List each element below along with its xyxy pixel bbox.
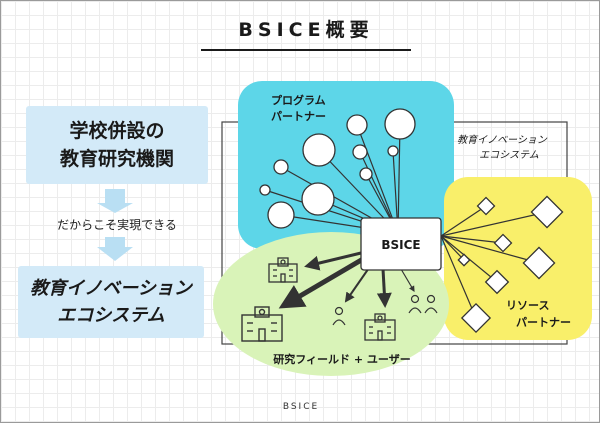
resource-partner-node <box>484 269 510 295</box>
resource-partner-label-line-1: リソース <box>506 299 549 312</box>
arrow-caption: だからこそ実現できる <box>57 218 177 232</box>
person-icon <box>424 294 438 314</box>
page-title: BSICE概要 <box>238 19 374 41</box>
resource-partner-node <box>522 246 556 280</box>
resource-partner-node <box>457 253 471 267</box>
resource-partner-node <box>493 233 513 253</box>
program-partner-label-line-1: プログラム <box>271 93 326 107</box>
program-partner-node <box>346 114 368 136</box>
down-arrow-bottom <box>97 237 133 261</box>
program-partner-node <box>359 167 373 181</box>
school-institution-line-1: 学校併設の <box>69 120 165 142</box>
program-partner-node <box>302 133 336 167</box>
person-icon <box>332 306 346 326</box>
innovation-ecosystem-line-1: 教育イノベーション <box>30 278 192 299</box>
school-institution-box: 学校併設の 教育研究機関 <box>26 106 208 184</box>
program-partner-node <box>384 108 416 140</box>
footer-label: BSICE <box>282 402 320 412</box>
program-partner-label-line-2: パートナー <box>271 110 326 123</box>
school-building-icon <box>241 306 283 342</box>
school-institution-line-2: 教育研究機関 <box>59 148 174 170</box>
innovation-ecosystem-line-2: エコシステム <box>57 305 165 326</box>
resource-partner-node <box>530 195 564 229</box>
school-building-icon <box>268 257 298 283</box>
innovation-ecosystem-box: 教育イノベーション エコシステム <box>18 266 204 338</box>
program-partner-node <box>352 144 368 160</box>
resource-partner-node <box>460 302 492 334</box>
program-partner-node <box>301 182 335 216</box>
program-partner-node <box>387 145 399 157</box>
resource-partner-links <box>440 205 548 319</box>
research-field-arrows <box>278 251 415 309</box>
bsice-hub-box <box>360 217 442 271</box>
ecosystem-label-line-2: エコシステム <box>479 150 539 161</box>
program-partner-nodes <box>259 108 416 229</box>
resource-partner-node <box>476 196 496 216</box>
title-underline <box>201 49 411 51</box>
research-field-label: 研究フィールド + ユーザー <box>273 352 410 366</box>
program-partner-node <box>259 184 271 196</box>
program-partner-node <box>273 159 289 175</box>
bsice-hub-label: BSICE <box>381 238 420 252</box>
person-icon <box>408 294 422 314</box>
school-building-icon <box>364 313 396 341</box>
resource-partner-label-line-2: パートナー <box>516 316 571 329</box>
ecosystem-label-line-1: 教育イノベーション <box>457 134 548 146</box>
down-arrow-top <box>97 189 133 213</box>
resource-partner-nodes <box>457 195 564 334</box>
program-partner-node <box>267 201 295 229</box>
